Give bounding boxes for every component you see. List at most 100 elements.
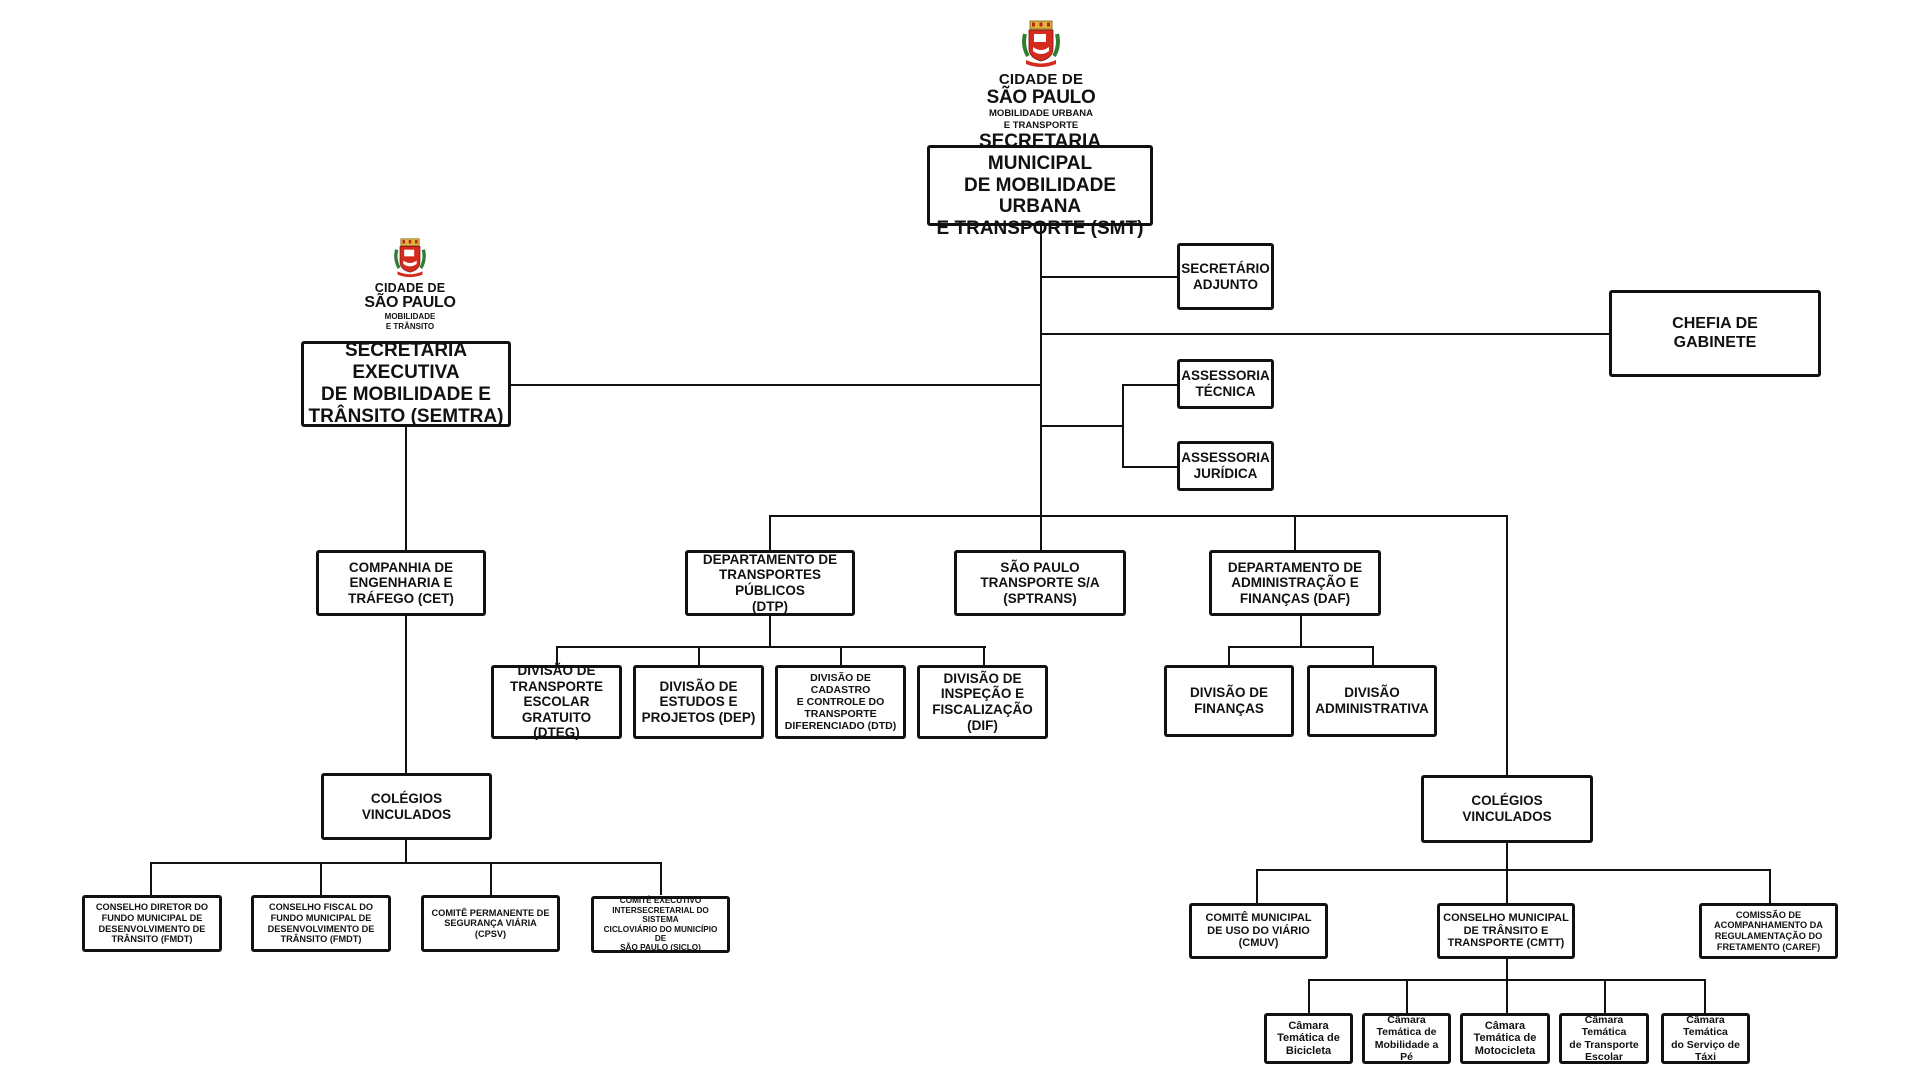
connector-daf-down [1300,616,1302,648]
unit-colegios-left-label: COLÉGIOS VINCULADOS [361,790,452,822]
unit-dep-label: DIVISÃO DE ESTUDOS E PROJETOS (DEP) [641,678,756,725]
connector-ct-bicicleta [1308,979,1310,1013]
unit-ct-transporte-escolar[interactable]: Câmara Temática de Transporte Escolar [1559,1013,1649,1064]
unit-smt-label: SECRETARIA MUNICIPAL DE MOBILIDADE URBAN… [936,130,1144,240]
unit-sptrans-label: SÃO PAULO TRANSPORTE S/A (SPTRANS) [980,559,1100,606]
connector-dtd [840,646,842,665]
unit-colegios-right-label: COLÉGIOS VINCULADOS [1462,793,1552,824]
unit-dif-label: DIVISÃO DE INSPEÇÃO E FISCALIZAÇÃO (DIF) [932,670,1033,733]
connector-semtra-cet [405,426,407,550]
connector-dep [698,646,700,665]
logo-smt-line4: E TRANSPORTE [1003,119,1079,131]
connector-fmdt-fiscal [320,862,322,895]
connector-assessorias [1040,425,1123,427]
unit-ct-bicicleta[interactable]: Câmara Temática de Bicicleta [1264,1013,1353,1064]
connector-cmtt-chambers-bar [1308,979,1706,981]
unit-ct-taxi-label: Câmara Temática do Serviço de Táxi [1671,1014,1740,1063]
connector-dif [983,646,985,665]
connector-cmuv [1256,869,1258,903]
connector-secretario-adjunto [1040,276,1177,278]
connector-caref [1769,869,1771,903]
unit-sptrans[interactable]: SÃO PAULO TRANSPORTE S/A (SPTRANS) [954,550,1126,616]
unit-cpsv-label: COMITÊ PERMANENTE DE SEGURANÇA VIÁRIA (C… [431,907,550,939]
logo-semtra-line4: E TRÂNSITO [385,321,435,331]
unit-fmdt-diretor[interactable]: CONSELHO DIRETOR DO FUNDO MUNICIPAL DE D… [82,895,222,952]
logo-semtra-line1: CIDADE DE [374,281,446,295]
unit-assessoria-juridica-label: ASSESSORIA JURÍDICA [1181,450,1270,481]
unit-cmuv-label: COMITÊ MUNICIPAL DE USO DO VIÁRIO (CMUV) [1205,912,1312,950]
unit-dep[interactable]: DIVISÃO DE ESTUDOS E PROJETOS (DEP) [633,665,764,739]
unit-assessoria-juridica[interactable]: ASSESSORIA JURÍDICA [1177,441,1274,491]
connector-dtp [769,515,771,550]
unit-div-administrativa-label: DIVISÃO ADMINISTRATIVA [1315,685,1429,716]
unit-cpsv[interactable]: COMITÊ PERMANENTE DE SEGURANÇA VIÁRIA (C… [421,895,560,952]
unit-ct-mobilidade-pe-label: Câmara Temática de Mobilidade a Pé [1374,1014,1439,1063]
logo-smt-line3: MOBILIDADE URBANA [989,107,1093,119]
connector-colegios-right [1506,515,1508,775]
unit-semtra-label: SECRETARIA EXECUTIVA DE MOBILIDADE E TRÂ… [308,340,504,427]
unit-cmtt-label: CONSELHO MUNICIPAL DE TRÂNSITO E TRANSPO… [1443,912,1569,950]
unit-daf-label: DEPARTAMENTO DE ADMINISTRAÇÃO E FINANÇAS… [1227,559,1363,606]
unit-chefia-gabinete-label: CHEFIA DE GABINETE [1672,315,1758,351]
sao-paulo-coat-of-arms-icon [1022,20,1060,67]
unit-fmdt-diretor-label: CONSELHO DIRETOR DO FUNDO MUNICIPAL DE D… [95,902,209,945]
connector-daf [1294,515,1296,550]
connector-siclo [660,862,662,895]
connector-colegios-left-bar [150,862,662,864]
unit-semtra[interactable]: SECRETARIA EXECUTIVA DE MOBILIDADE E TRÂ… [301,340,511,427]
connector-div-administrativa [1372,646,1374,665]
unit-dtd[interactable]: DIVISÃO DE CADASTRO E CONTROLE DO TRANSP… [775,665,906,739]
connector-colegios-left-down [405,840,407,864]
unit-dif[interactable]: DIVISÃO DE INSPEÇÃO E FISCALIZAÇÃO (DIF) [917,665,1048,739]
unit-fmdt-fiscal[interactable]: CONSELHO FISCAL DO FUNDO MUNICIPAL DE DE… [251,895,391,952]
logo-semtra-line2: SÃO PAULO [364,294,456,312]
connector-colegios-right-down [1506,843,1508,903]
unit-dtp[interactable]: DEPARTAMENTO DE TRANSPORTES PÚBLICOS (DT… [685,550,855,616]
connector-fmdt-diretor [150,862,152,895]
unit-secretario-adjunto[interactable]: SECRETÁRIO ADJUNTO [1177,243,1274,310]
connector-departments-bar [769,515,1508,517]
unit-dtd-label: DIVISÃO DE CADASTRO E CONTROLE DO TRANSP… [784,671,897,733]
unit-ct-bicicleta-label: Câmara Temática de Bicicleta [1277,1019,1340,1057]
unit-ct-transporte-escolar-label: Câmara Temática de Transporte Escolar [1569,1014,1639,1063]
unit-cet[interactable]: COMPANHIA DE ENGENHARIA E TRÁFEGO (CET) [316,550,486,616]
connector-daf-divisions-bar [1228,646,1374,648]
logo-smt: CIDADE DE SÃO PAULO MOBILIDADE URBANA E … [981,20,1101,131]
unit-secretario-adjunto-label: SECRETÁRIO ADJUNTO [1181,260,1270,292]
unit-assessoria-tecnica-label: ASSESSORIA TÉCNICA [1181,368,1270,399]
connector-dtp-divisions-bar [556,646,986,648]
unit-daf[interactable]: DEPARTAMENTO DE ADMINISTRAÇÃO E FINANÇAS… [1209,550,1381,616]
unit-div-financas[interactable]: DIVISÃO DE FINANÇAS [1164,665,1294,737]
unit-assessoria-tecnica[interactable]: ASSESSORIA TÉCNICA [1177,359,1274,409]
unit-ct-motocicleta[interactable]: Câmara Temática de Motocicleta [1460,1013,1550,1064]
unit-div-administrativa[interactable]: DIVISÃO ADMINISTRATIVA [1307,665,1437,737]
connector-ct-transporte-escolar [1604,979,1606,1013]
unit-colegios-left[interactable]: COLÉGIOS VINCULADOS [321,773,492,840]
unit-siclo-label: COMITÊ EXECUTIVO INTERSECRETARIAL DO SIS… [603,896,718,953]
unit-cet-label: COMPANHIA DE ENGENHARIA E TRÁFEGO (CET) [348,559,454,606]
unit-siclo[interactable]: COMITÊ EXECUTIVO INTERSECRETARIAL DO SIS… [591,896,730,953]
connector-cet-colegios [405,616,407,773]
logo-smt-line2: SÃO PAULO [986,86,1096,108]
unit-caref[interactable]: COMISSÃO DE ACOMPANHAMENTO DA REGULAMENT… [1699,903,1838,959]
connector-cmtt-down [1506,958,1508,1013]
unit-smt[interactable]: SECRETARIA MUNICIPAL DE MOBILIDADE URBAN… [927,131,1153,239]
connector-dtp-down [769,616,771,648]
unit-cmtt[interactable]: CONSELHO MUNICIPAL DE TRÂNSITO E TRANSPO… [1437,903,1575,959]
unit-chefia-gabinete[interactable]: CHEFIA DE GABINETE [1609,290,1821,377]
unit-cmuv[interactable]: COMITÊ MUNICIPAL DE USO DO VIÁRIO (CMUV) [1189,903,1328,959]
unit-ct-mobilidade-pe[interactable]: Câmara Temática de Mobilidade a Pé [1362,1013,1451,1064]
connector-colegios-right-bar [1256,869,1771,871]
connector-chefia-gabinete [1040,333,1609,335]
connector-div-financas [1228,646,1230,665]
unit-fmdt-fiscal-label: CONSELHO FISCAL DO FUNDO MUNICIPAL DE DE… [267,902,375,945]
unit-div-financas-label: DIVISÃO DE FINANÇAS [1189,685,1268,716]
connector-assessoria-juridica [1122,466,1177,468]
unit-ct-taxi[interactable]: Câmara Temática do Serviço de Táxi [1661,1013,1750,1064]
unit-colegios-right[interactable]: COLÉGIOS VINCULADOS [1421,775,1593,843]
unit-dteg[interactable]: DIVISÃO DE TRANSPORTE ESCOLAR GRATUITO (… [491,663,622,740]
connector-dteg [556,646,558,665]
sao-paulo-coat-of-arms-icon [394,238,426,278]
unit-caref-label: COMISSÃO DE ACOMPANHAMENTO DA REGULAMENT… [1714,909,1823,952]
logo-semtra-line3: MOBILIDADE [384,311,436,321]
